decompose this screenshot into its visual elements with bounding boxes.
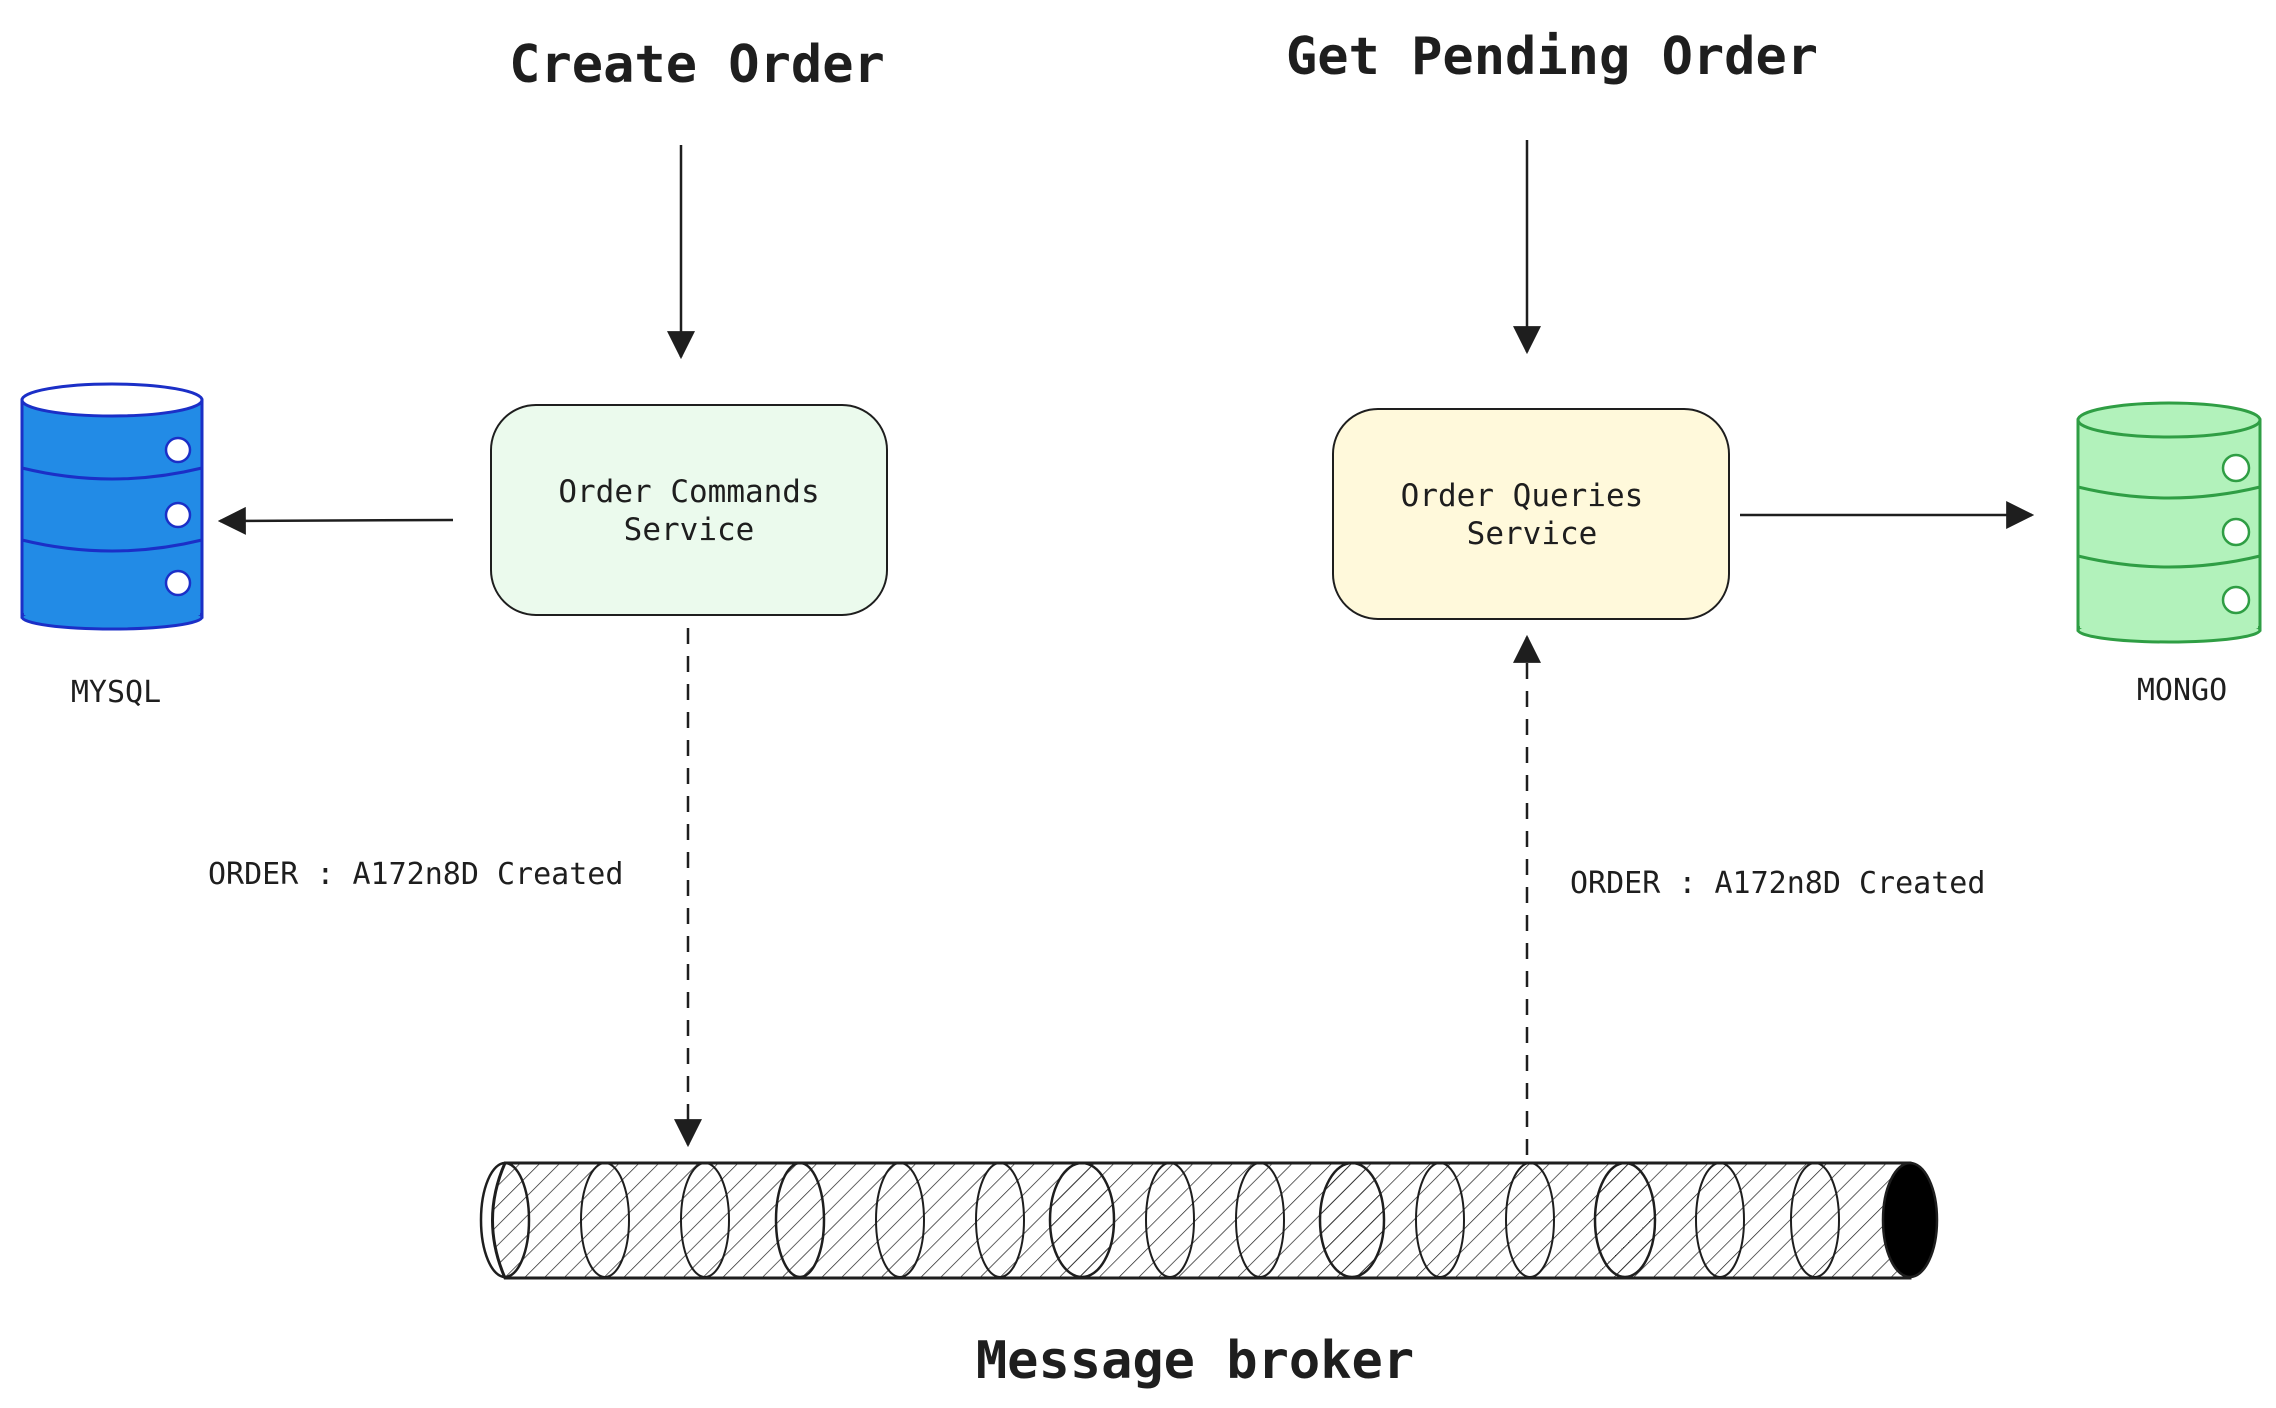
published-event-label: ORDER : A172n8D Created — [208, 857, 623, 892]
mysql-database-icon — [20, 382, 204, 631]
get-pending-order-heading: Get Pending Order — [1286, 27, 1818, 87]
message-broker-heading: Message broker — [976, 1331, 1414, 1391]
commands-to-mysql-arrow — [217, 506, 454, 535]
order-commands-service-label-line1: Order Commands — [558, 474, 819, 510]
order-commands-service: Order Commands Service — [490, 404, 888, 616]
consumed-event-label: ORDER : A172n8D Created — [1570, 866, 1985, 901]
mongo-label: MONGO — [2137, 673, 2227, 708]
order-queries-service-box — [1332, 408, 1730, 620]
order-commands-service-label-line2: Service — [624, 512, 755, 548]
mysql-label: MYSQL — [71, 675, 161, 710]
order-commands-service-box — [490, 404, 888, 616]
order-queries-service-label-line2: Service — [1467, 516, 1598, 552]
order-queries-service: Order Queries Service — [1332, 408, 1730, 620]
message-broker-pipe-icon — [479, 1161, 1939, 1280]
order-queries-service-label-line1: Order Queries — [1401, 478, 1644, 514]
create-order-heading: Create Order — [509, 35, 885, 95]
mongo-database-icon — [2076, 401, 2262, 644]
